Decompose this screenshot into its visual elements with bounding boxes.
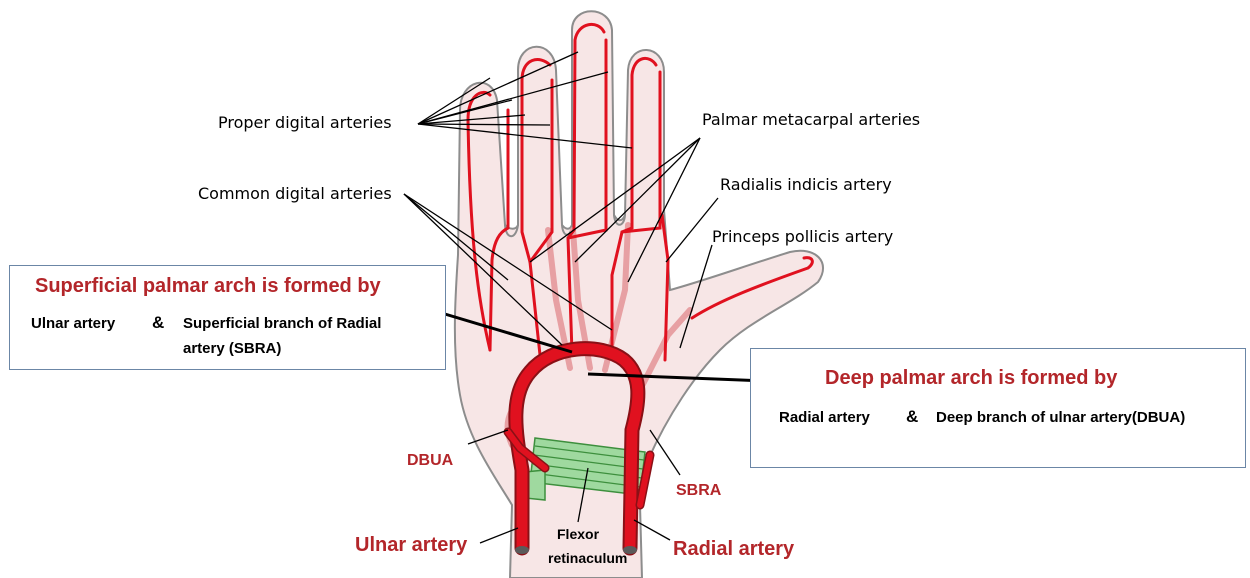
palmar-metacarpal-label: Palmar metacarpal arteries xyxy=(702,110,920,129)
dbua-label: DBUA xyxy=(407,451,453,470)
superficial-amp: & xyxy=(152,313,164,333)
superficial-item-sbra-line2: artery (SBRA) xyxy=(183,340,281,358)
deep-amp: & xyxy=(906,407,918,427)
deep-arch-title: Deep palmar arch is formed by xyxy=(825,366,1117,390)
superficial-arch-title: Superficial palmar arch is formed by xyxy=(35,274,381,298)
sbra-label: SBRA xyxy=(676,481,721,500)
superficial-item-ulnar: Ulnar artery xyxy=(31,315,115,333)
deep-item-radial: Radial artery xyxy=(779,409,870,427)
ulnar-artery-label: Ulnar artery xyxy=(355,533,467,557)
common-digital-label: Common digital arteries xyxy=(198,184,392,203)
proper-digital-label: Proper digital arteries xyxy=(218,113,392,132)
radialis-indicis-label: Radialis indicis artery xyxy=(720,175,892,194)
flexor-label-line2: retinaculum xyxy=(548,550,627,567)
superficial-item-sbra-line1: Superficial branch of Radial xyxy=(183,315,381,333)
princeps-pollicis-label: Princeps pollicis artery xyxy=(712,227,893,246)
deep-item-dbua: Deep branch of ulnar artery(DBUA) xyxy=(936,409,1185,427)
radial-artery-label: Radial artery xyxy=(673,537,794,561)
flexor-label-line1: Flexor xyxy=(557,526,599,543)
